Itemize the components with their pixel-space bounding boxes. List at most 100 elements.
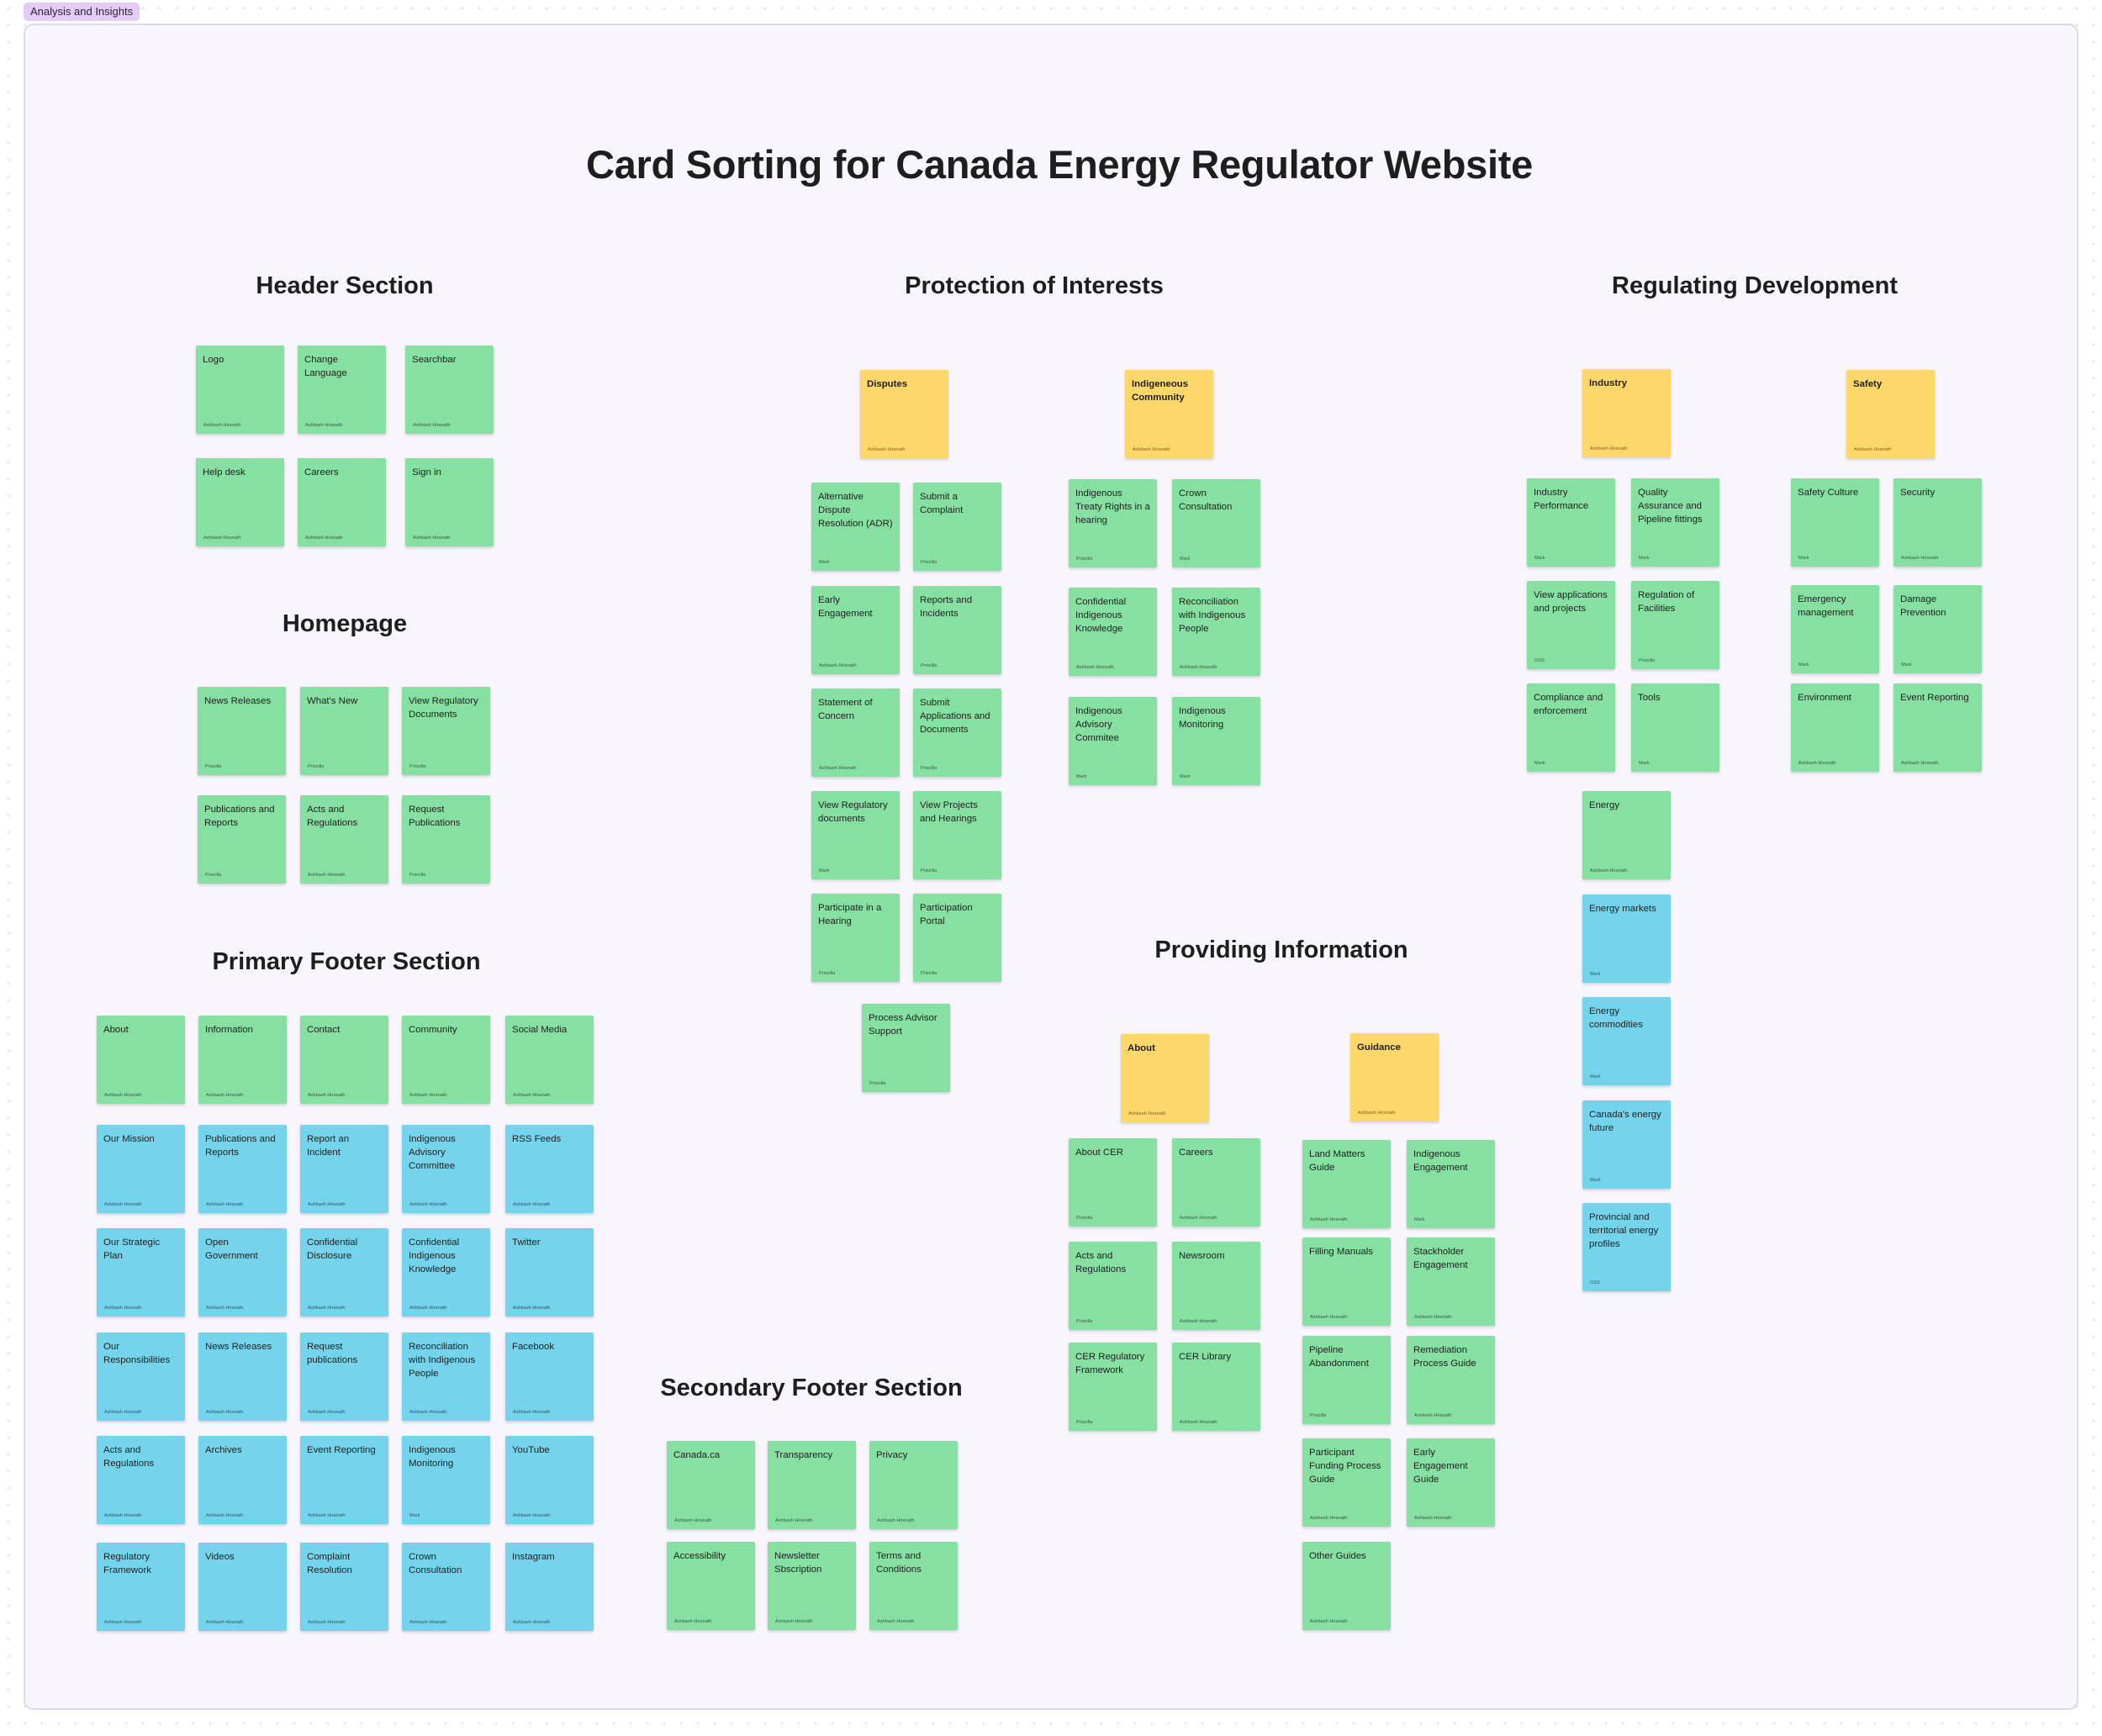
section-tag[interactable]: Analysis and Insights [24, 3, 140, 21]
sticky-note-alternative-dispute-resolution-adr[interactable]: Alternative Dispute Resolution (ADR)Mark [811, 483, 900, 571]
sticky-note-provincial-and-territorial-energy-profiles[interactable]: Provincial and territorial energy profil… [1582, 1203, 1671, 1291]
